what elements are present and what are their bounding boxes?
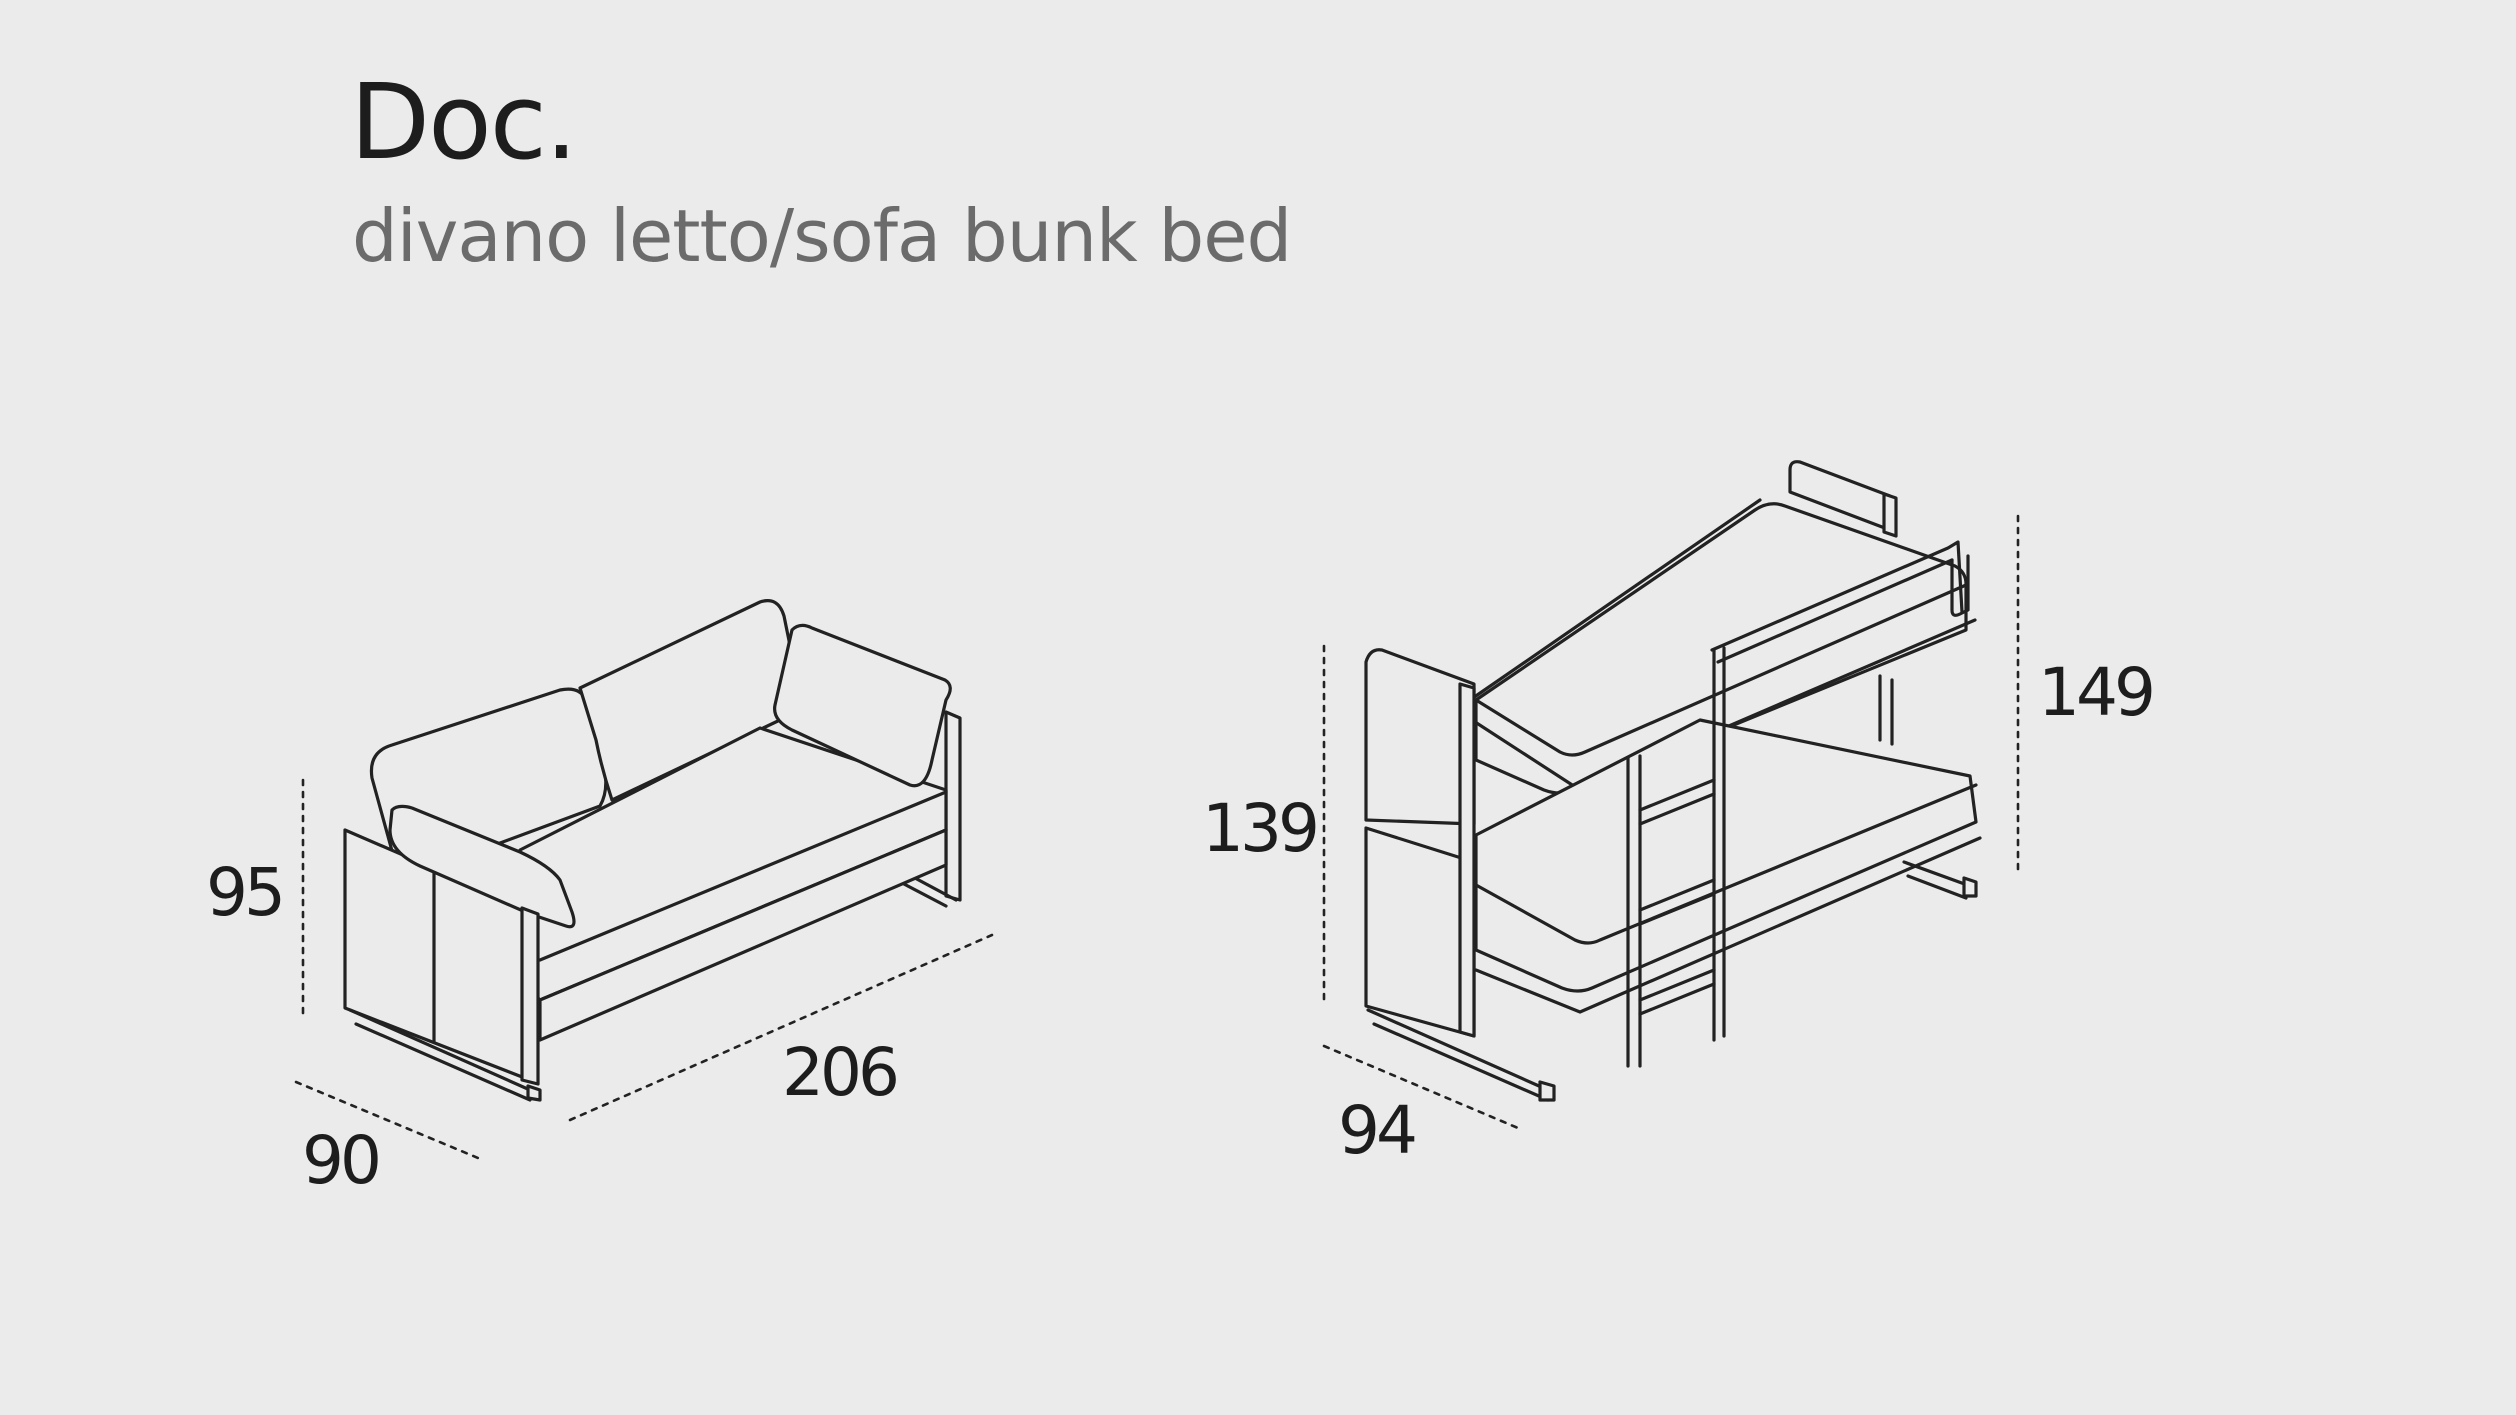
product-subtitle: divano letto/sofa bunk bed: [352, 194, 1292, 278]
product-title: Doc.: [350, 61, 578, 183]
bunk-depth-label: 94: [1338, 1092, 1418, 1169]
bunk-depth-dimension-line: [1322, 1044, 1520, 1130]
sofa-depth-label: 90: [302, 1122, 382, 1199]
sofa-depth-dimension-line: [294, 1080, 480, 1160]
bunk-closed-height-label: 139: [1202, 790, 1320, 867]
sofa-width-label: 206: [782, 1034, 900, 1111]
bunk-bed-drawing: [1364, 460, 1982, 1102]
sofa-width-dimension-line: [568, 933, 994, 1122]
sofa-drawing: [343, 599, 962, 1102]
sofa-height-label: 95: [206, 854, 286, 931]
bunk-open-height-label: 149: [2038, 654, 2156, 731]
